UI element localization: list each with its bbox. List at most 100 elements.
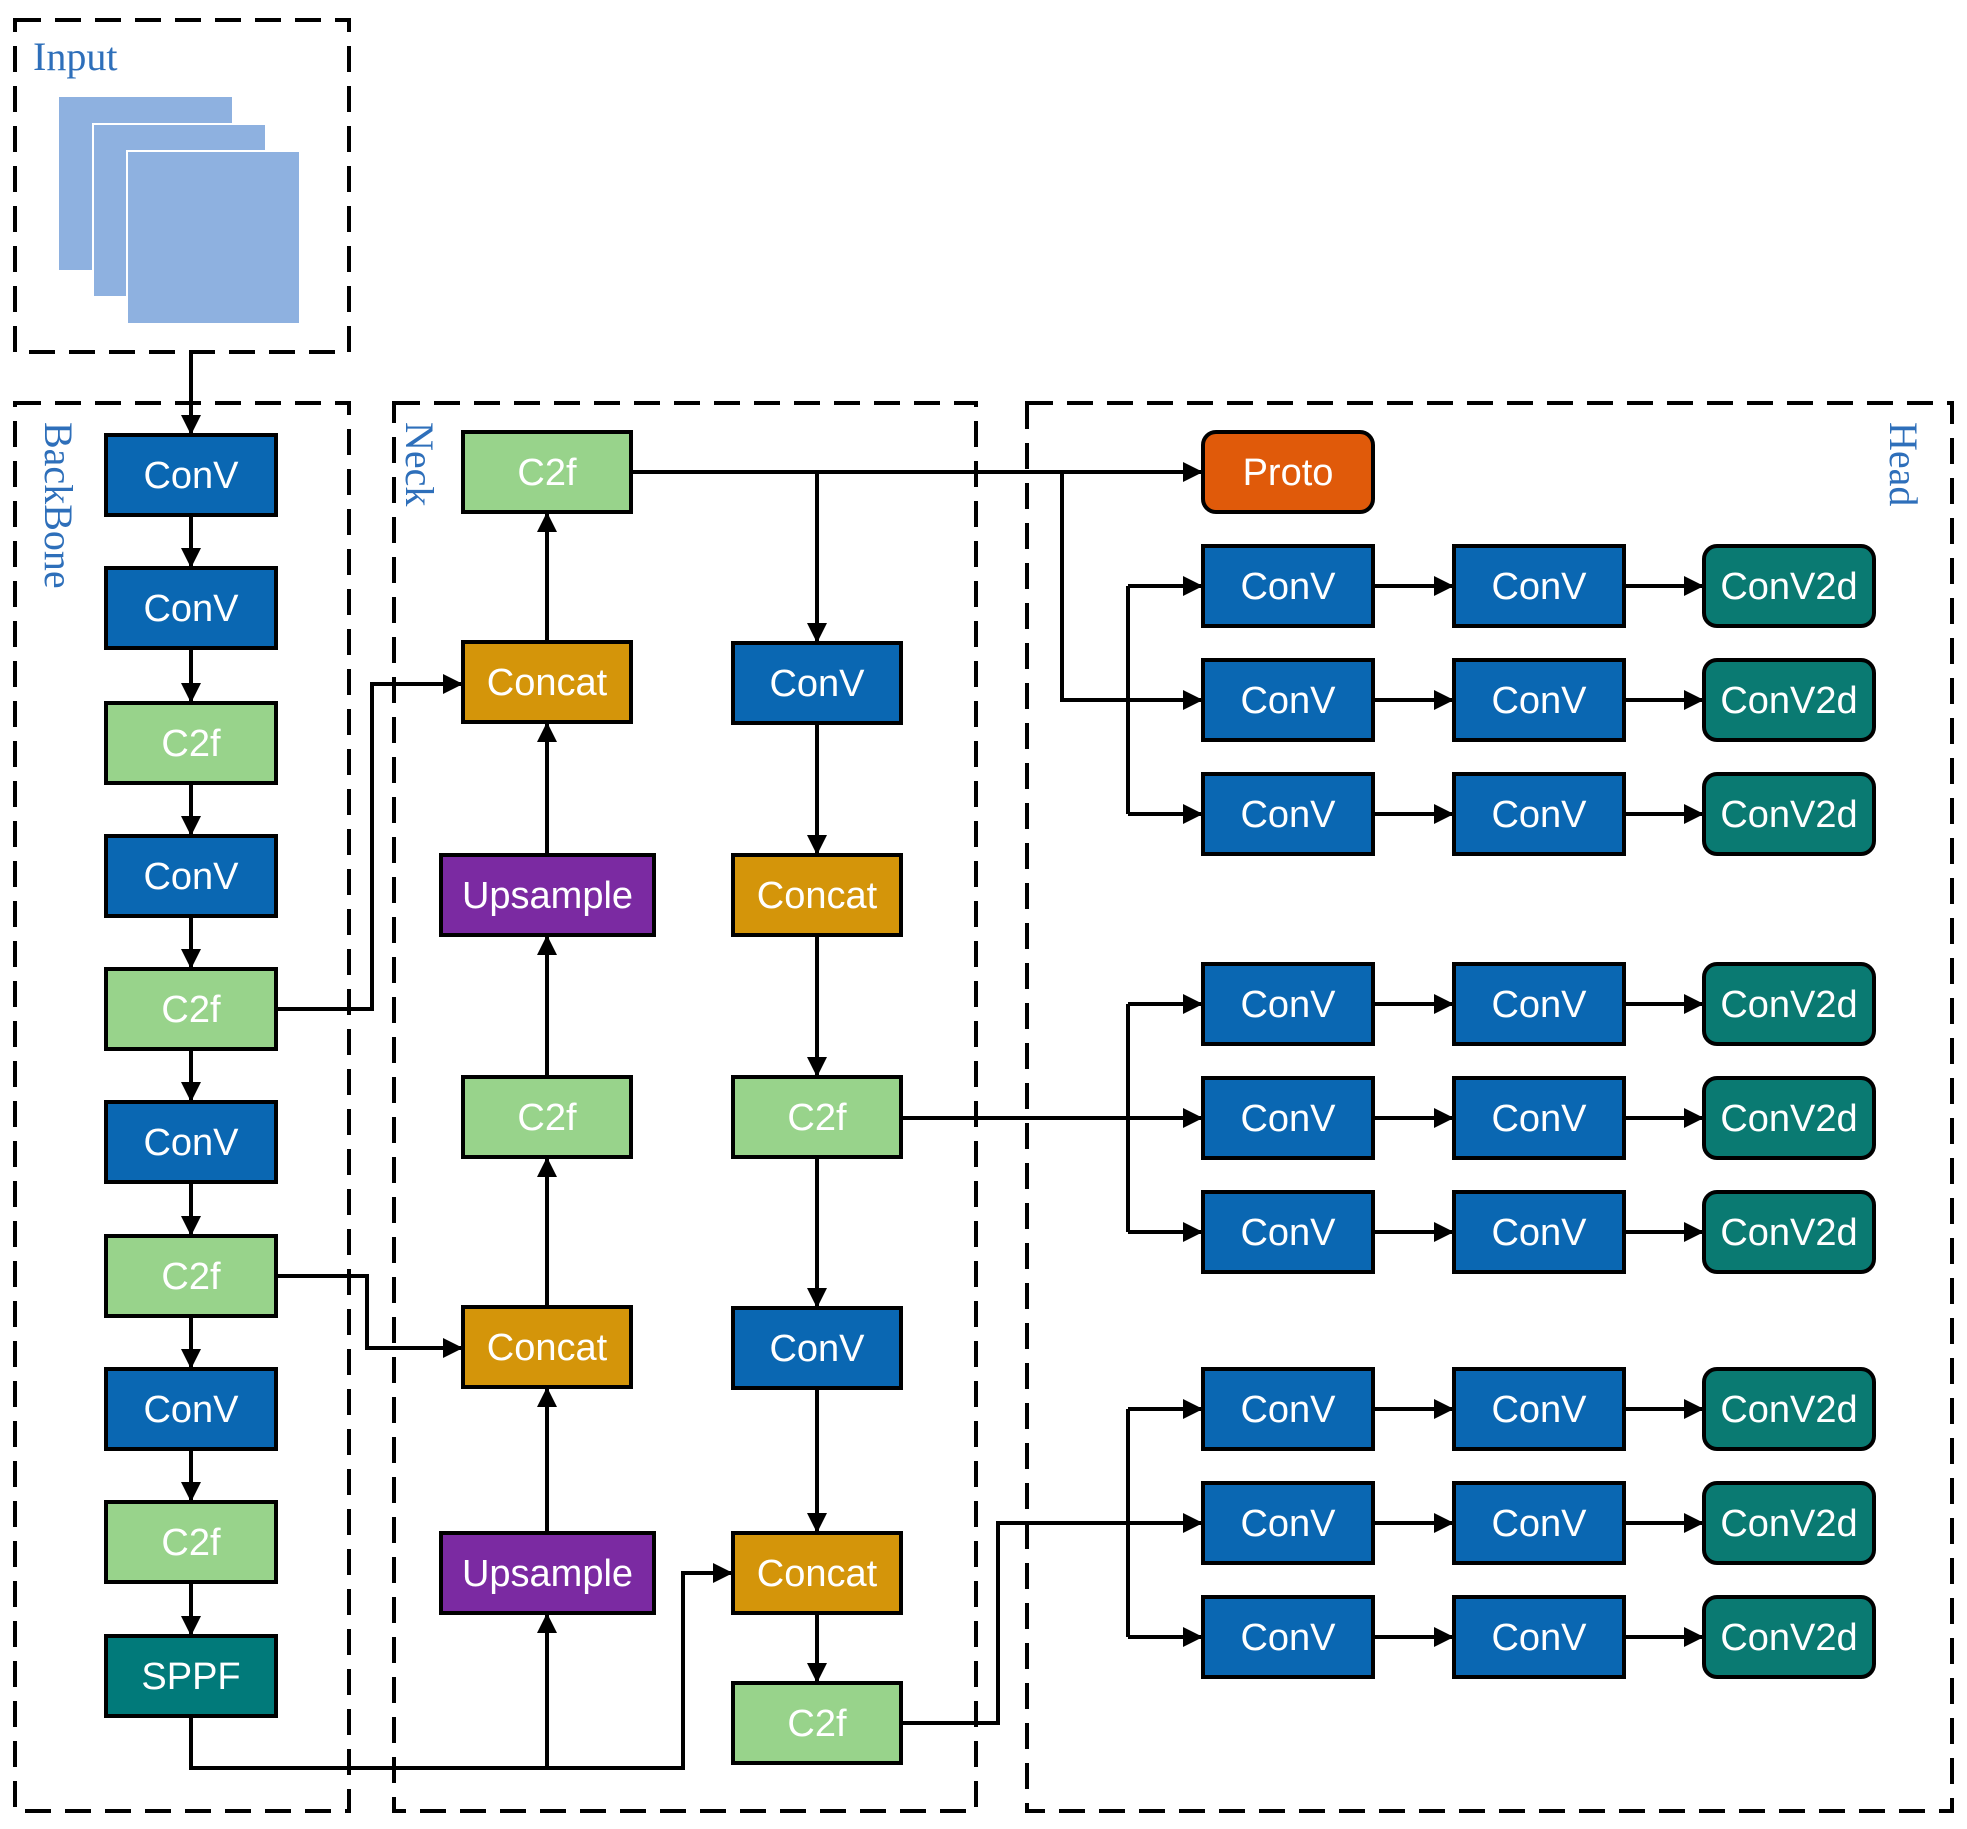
head-g1-r2-conv-0-label: ConV [1240, 1212, 1336, 1254]
head-g2-r0-conv2d-2-label: ConV2d [1720, 1389, 1857, 1431]
head-g0-r0-conv-0-box [1201, 544, 1375, 628]
backbone-c2f-6-label: C2f [161, 1256, 221, 1298]
neck-up-upsample-5-label: Upsample [462, 1553, 633, 1595]
neck-down-concat-4-label: Concat [757, 1553, 878, 1595]
backbone-conv-3-box [104, 834, 278, 918]
head-g1-r0-conv-0-box [1201, 962, 1375, 1046]
neck-down-conv-3-label: ConV [769, 1328, 865, 1370]
head-g1-r1-conv-1-box [1452, 1076, 1626, 1160]
neck-to-head-line [1060, 472, 1128, 702]
neck-up-upsample-2-label: Upsample [462, 875, 633, 917]
backbone-sppf-9-box [104, 1634, 278, 1718]
head-g0-r2-conv-1-label: ConV [1491, 794, 1587, 836]
head-g2-r0-conv-0-label: ConV [1240, 1389, 1336, 1431]
backbone-conv-7-box [104, 1367, 278, 1451]
head-g0-r1-conv-0-box [1201, 658, 1375, 742]
head-g2-r2-conv-1-box [1452, 1595, 1626, 1679]
neck-down-c2f-5-box [731, 1681, 903, 1765]
head-g1-r0-conv-1-box [1452, 962, 1626, 1046]
neck-down-conv-3-box [731, 1306, 903, 1390]
backbone-c2f-2-label: C2f [161, 723, 221, 765]
head-g0-r1-conv-0-label: ConV [1240, 680, 1336, 722]
backbone-conv-5-box [104, 1100, 278, 1184]
head-g2-r1-conv2d-2-box [1702, 1481, 1876, 1565]
head-g1-r0-conv-0-label: ConV [1240, 984, 1336, 1026]
neck-down-concat-4-box [731, 1531, 903, 1615]
backbone-conv-1-box [104, 566, 278, 650]
head-g0-r2-conv-0-box [1201, 772, 1375, 856]
backbone-c2f-2-box [104, 701, 278, 785]
head-g1-r1-conv-1-label: ConV [1491, 1098, 1587, 1140]
head-g0-r2-conv2d-2-box [1702, 772, 1876, 856]
backbone-c2f-4-box [104, 967, 278, 1051]
input-frame [13, 18, 351, 354]
head-g2-r2-conv2d-2-box [1702, 1595, 1876, 1679]
head-g2-r2-conv-0-label: ConV [1240, 1617, 1336, 1659]
neck-up-c2f-0-box [461, 430, 633, 514]
backbone-conv-0-label: ConV [143, 455, 239, 497]
head-g0-r2-conv-1-box [1452, 772, 1626, 856]
head-g1-r0-conv2d-2-box [1702, 962, 1876, 1046]
neck-down-c2f-5-label: C2f [787, 1703, 847, 1745]
head-g0-r0-conv-0-label: ConV [1240, 566, 1336, 608]
backbone-frame [13, 401, 351, 1813]
head-g0-r0-conv-1-box [1452, 544, 1626, 628]
neck-up-upsample-2-box [439, 853, 656, 937]
head-proto-box [1201, 430, 1375, 514]
head-g1-r2-conv2d-2-label: ConV2d [1720, 1212, 1857, 1254]
backbone-sppf-9-label: SPPF [141, 1656, 240, 1698]
neck-up-concat-4-box [461, 1305, 633, 1389]
head-g1-r2-conv2d-2-box [1702, 1190, 1876, 1274]
neck-frame [392, 401, 978, 1813]
head-g0-r0-conv2d-2-box [1702, 544, 1876, 628]
skip-arrow [276, 1274, 463, 1358]
neck-down-c2f-2-label: C2f [787, 1097, 847, 1139]
neck-label: Neck [397, 422, 442, 506]
head-g0-r1-conv-1-label: ConV [1491, 680, 1587, 722]
blocks: ConVConVC2fConVC2fConVC2fConVC2fSPPFC2fC… [104, 430, 1876, 1765]
head-proto-label: Proto [1243, 452, 1334, 494]
head-g1-r0-conv-1-label: ConV [1491, 984, 1587, 1026]
neck-up-concat-1-box [461, 640, 633, 724]
head-g0-r1-conv-1-box [1452, 658, 1626, 742]
head-g2-r0-conv-0-box [1201, 1367, 1375, 1451]
neck-up-concat-1-label: Concat [487, 662, 608, 704]
head-g2-r2-conv-1-label: ConV [1491, 1617, 1587, 1659]
head-g1-r2-conv-1-box [1452, 1190, 1626, 1274]
neck-down-c2f-2-box [731, 1075, 903, 1159]
head-g1-r1-conv-0-box [1201, 1076, 1375, 1160]
head-g0-r1-conv2d-2-label: ConV2d [1720, 680, 1857, 722]
neck-to-head-line [901, 1521, 1128, 1725]
head-g1-r1-conv-0-label: ConV [1240, 1098, 1336, 1140]
head-g1-r2-conv-0-box [1201, 1190, 1375, 1274]
head-g2-r0-conv-1-label: ConV [1491, 1389, 1587, 1431]
head-g0-r2-conv-0-label: ConV [1240, 794, 1336, 836]
head-g1-r1-conv2d-2-label: ConV2d [1720, 1098, 1857, 1140]
input-label: Input [33, 34, 117, 79]
head-g0-r0-conv-1-label: ConV [1491, 566, 1587, 608]
head-g0-r0-conv2d-2-label: ConV2d [1720, 566, 1857, 608]
neck-down-concat-1-label: Concat [757, 875, 878, 917]
backbone-conv-7-label: ConV [143, 1389, 239, 1431]
connections [181, 354, 1704, 1770]
neck-up-c2f-0-label: C2f [517, 452, 577, 494]
head-label: Head [1881, 422, 1926, 506]
sppf-bus-arrow [189, 1563, 733, 1770]
neck-down-conv-0-box [731, 641, 903, 725]
head-g0-r2-conv2d-2-label: ConV2d [1720, 794, 1857, 836]
head-g1-r2-conv-1-label: ConV [1491, 1212, 1587, 1254]
backbone-c2f-8-box [104, 1500, 278, 1584]
backbone-c2f-8-label: C2f [161, 1522, 221, 1564]
head-g2-r1-conv-1-label: ConV [1491, 1503, 1587, 1545]
head-g1-r0-conv2d-2-label: ConV2d [1720, 984, 1857, 1026]
backbone-label: BackBone [36, 422, 81, 589]
neck-up-c2f-3-box [461, 1075, 633, 1159]
neck-up-c2f-3-label: C2f [517, 1097, 577, 1139]
skip-arrow [276, 674, 463, 1011]
head-g2-r1-conv2d-2-label: ConV2d [1720, 1503, 1857, 1545]
input-image-stack [59, 97, 301, 325]
head-g0-r1-conv2d-2-box [1702, 658, 1876, 742]
head-frame [1025, 401, 1954, 1813]
head-g1-r1-conv2d-2-box [1702, 1076, 1876, 1160]
